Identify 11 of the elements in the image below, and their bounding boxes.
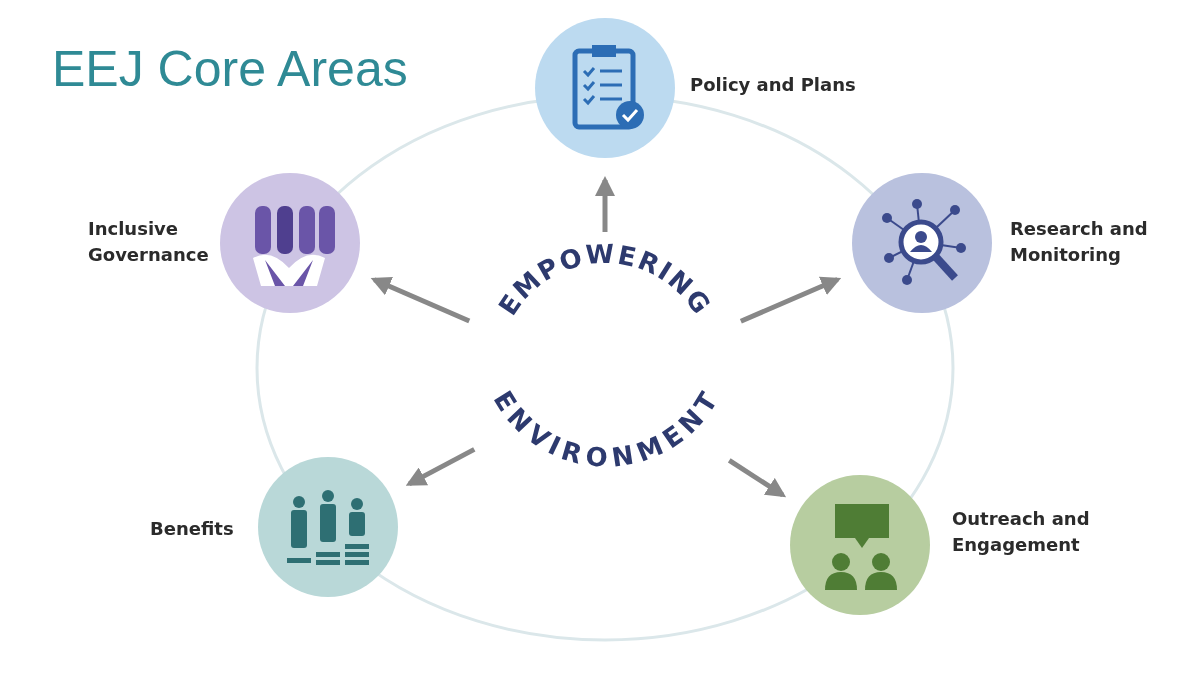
arrow xyxy=(739,276,842,324)
arrow xyxy=(405,447,476,487)
area-label: Outreach and Engagement xyxy=(952,507,1091,557)
arrow xyxy=(595,176,615,232)
arrow xyxy=(727,458,787,498)
area-label: Policy and Plans xyxy=(690,73,857,97)
area-label: Benefits xyxy=(150,517,235,541)
arrow xyxy=(370,276,471,324)
area-label: Inclusive Governance xyxy=(88,217,210,267)
area-label: Research and Monitoring xyxy=(1010,217,1149,267)
title: EEJ Core Areas xyxy=(52,40,408,98)
